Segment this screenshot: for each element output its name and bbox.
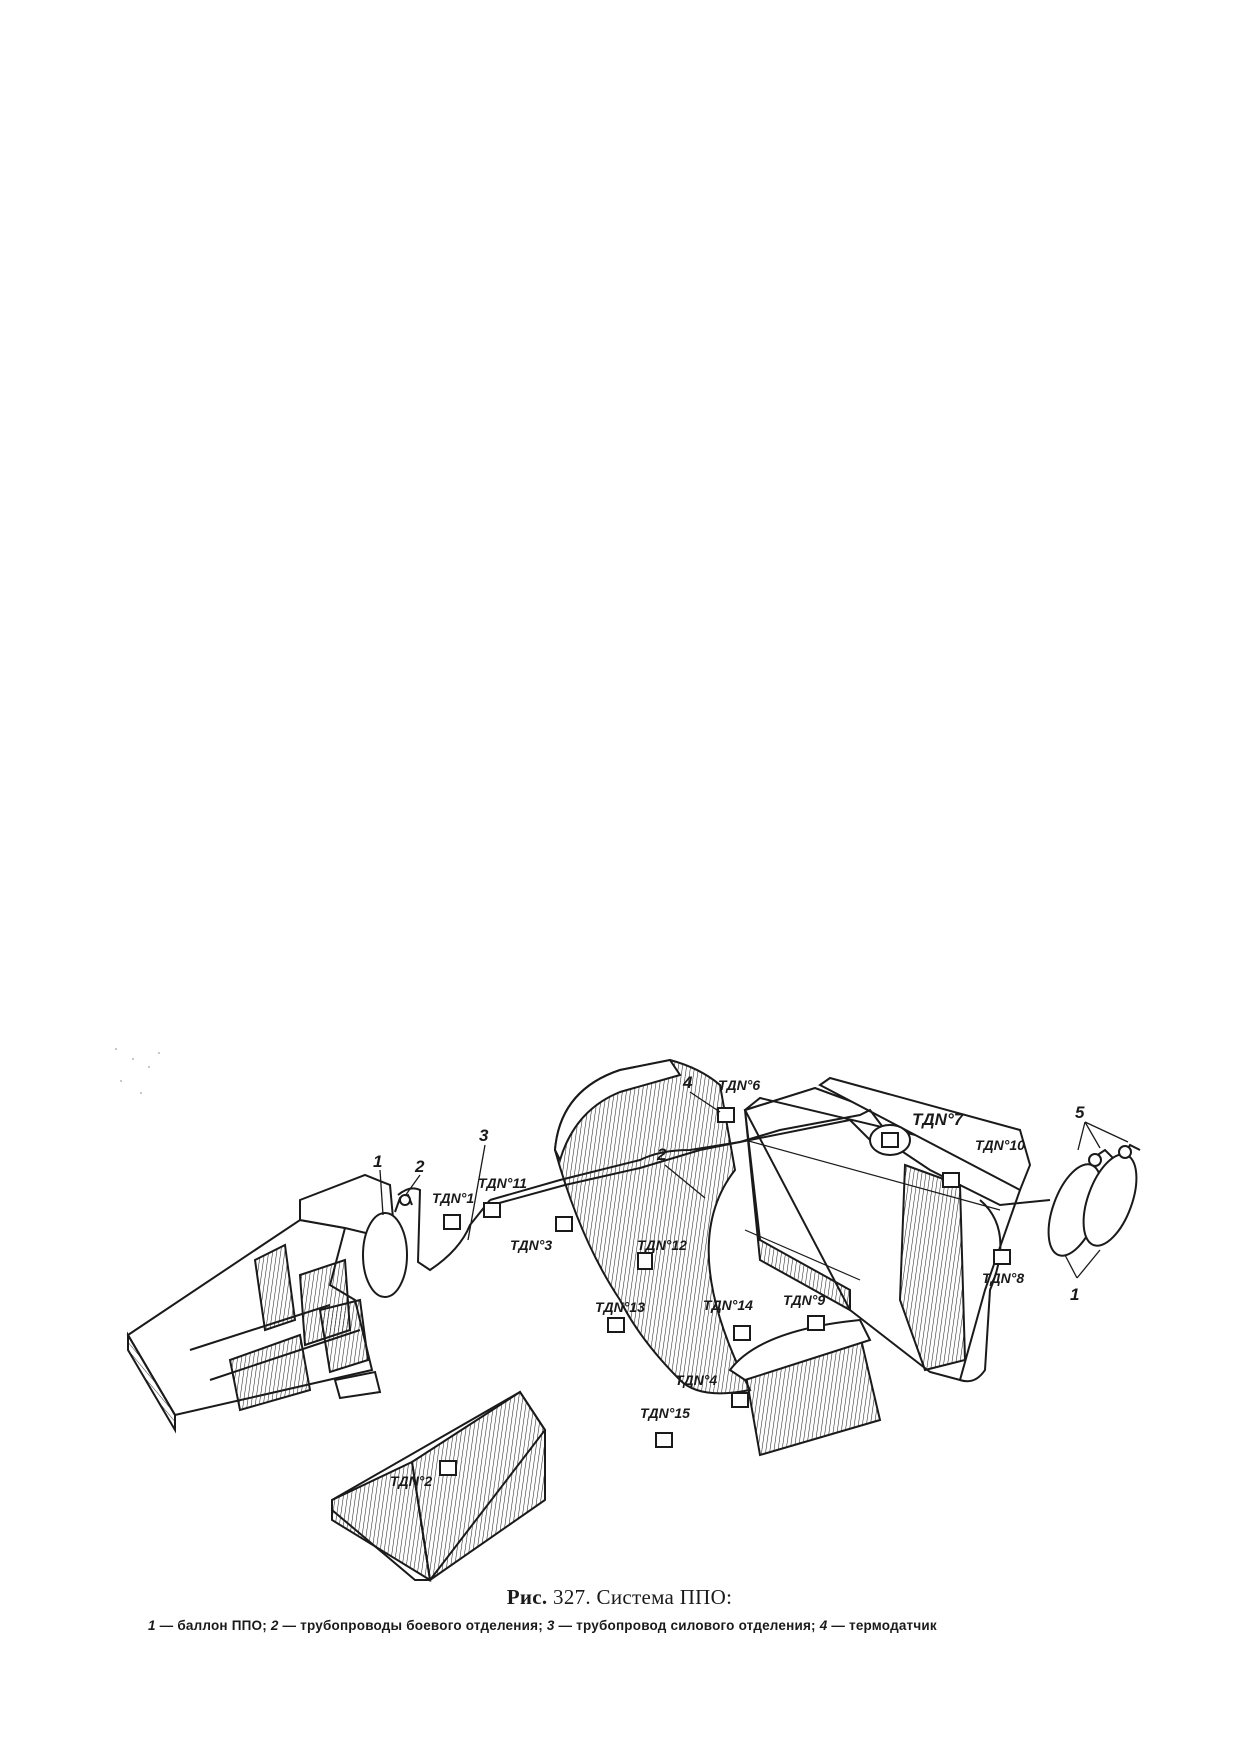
label-tdn1: ТДN°1	[432, 1190, 474, 1206]
thermal-sensors	[439, 1107, 1011, 1476]
sensor-box-tdn11	[483, 1202, 501, 1218]
sensor-box-tdn8	[993, 1249, 1011, 1265]
label-tdn13: ТДN°13	[595, 1299, 645, 1315]
legend-text-4: — термодатчик	[827, 1618, 937, 1633]
legend-num-4: 4	[819, 1618, 828, 1633]
callout-4: 4	[682, 1073, 693, 1092]
legend-text-1: — баллон ППО;	[155, 1618, 271, 1633]
label-tdn8: ТДN°8	[982, 1270, 1024, 1286]
label-tdn4: ТДN°4	[675, 1372, 717, 1388]
sensor-box-tdn4	[731, 1392, 749, 1408]
front-wedge-block	[331, 1390, 547, 1582]
label-tdn2: ТДN°2	[390, 1473, 432, 1489]
fire-extinguisher-cylinders-right	[1047, 1145, 1138, 1257]
label-tdn7: ТДN°7	[912, 1110, 965, 1129]
legend-num-1: 1	[148, 1618, 156, 1633]
fire-extinguisher-cylinder-left	[362, 1193, 413, 1298]
leader-lines	[379, 1091, 1129, 1279]
caption-title-rest: 327. Система ППО:	[547, 1585, 733, 1609]
label-tdn11: ТДN°11	[478, 1175, 527, 1191]
callout-1-left: 1	[373, 1152, 382, 1171]
label-tdn9: ТДN°9	[783, 1292, 825, 1308]
sensor-box-tdn1	[443, 1214, 461, 1230]
label-tdn10: ТДN°10	[975, 1137, 1025, 1153]
sensor-box-tdn12	[637, 1252, 653, 1270]
figure-caption: Рис. 327. Система ППО:	[0, 1585, 1239, 1610]
sensor-box-tdn14	[733, 1325, 751, 1341]
right-hull-block	[743, 1076, 1032, 1383]
sensor-box-tdn13	[607, 1317, 625, 1333]
label-tdn15: ТДN°15	[640, 1405, 690, 1421]
callout-2-left: 2	[414, 1157, 425, 1176]
callout-1-right: 1	[1070, 1285, 1079, 1304]
sensor-box-tdn10	[942, 1172, 960, 1188]
legend-num-3: 3	[546, 1618, 555, 1633]
sensor-box-tdn7	[881, 1132, 899, 1148]
central-compartment	[553, 1058, 882, 1457]
label-tdn12: ТДN°12	[637, 1237, 687, 1253]
callout-5: 5	[1075, 1103, 1085, 1122]
callout-3: 3	[479, 1126, 489, 1145]
legend-num-2: 2	[270, 1618, 279, 1633]
legend-text-2: — трубопроводы боевого отделения;	[278, 1618, 547, 1633]
left-hull-section	[126, 1173, 397, 1434]
sensor-box-tdn15	[655, 1432, 673, 1448]
sensor-box-tdn2	[439, 1460, 457, 1476]
label-tdn3: ТДN°3	[510, 1237, 552, 1253]
sensor-box-tdn9	[807, 1315, 825, 1331]
label-tdn6: ТДN°6	[718, 1077, 760, 1093]
caption-title: Рис. 327. Система ППО:	[0, 1585, 1239, 1610]
sensor-box-tdn6	[717, 1107, 735, 1123]
label-tdn14: ТДN°14	[703, 1297, 753, 1313]
caption-title-lead: Рис.	[506, 1585, 548, 1609]
caption-legend: 1 — баллон ППО; 2 — трубопроводы боевого…	[148, 1618, 1088, 1633]
callout-2-mid: 2	[656, 1145, 667, 1164]
legend-text-3: — трубопровод силового отделения;	[554, 1618, 820, 1633]
sensor-box-tdn3	[555, 1216, 573, 1232]
